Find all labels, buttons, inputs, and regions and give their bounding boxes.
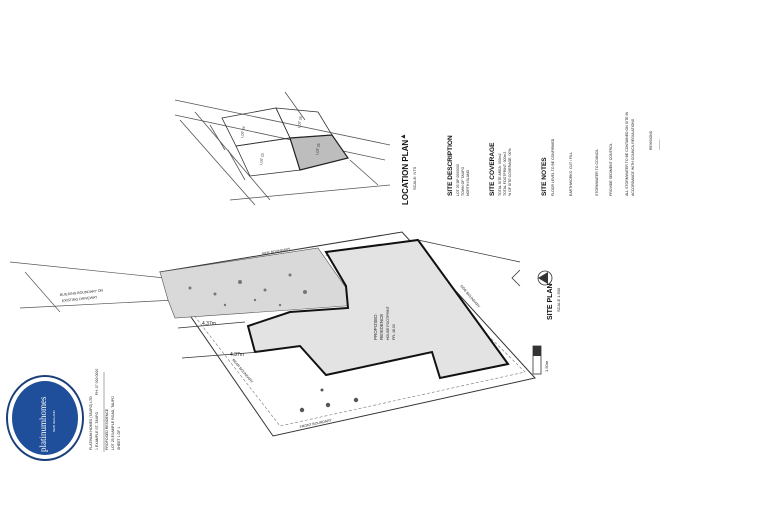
logo-text: platinumhomes	[38, 396, 48, 452]
street-line-3	[24, 271, 61, 313]
residence-label-1: PROPOSED	[373, 314, 378, 340]
road-line-6	[284, 91, 306, 121]
residence-label-3: HOUSE FOOTPRINT	[386, 305, 390, 340]
setback-line	[167, 243, 526, 427]
site-plan-scale: SCALE 1:500	[556, 287, 561, 312]
site-plan-title: SITE PLAN	[547, 283, 554, 320]
driveway-area	[159, 247, 359, 319]
lot-label-1: LOT 24	[240, 126, 246, 138]
road-line-5	[229, 184, 391, 201]
project-line-2: LOT 25 EXAMPLE ROAD, TAUPO	[111, 396, 115, 450]
site-notes-title: SITE NOTES	[541, 157, 548, 196]
north-arrow-icon	[511, 269, 553, 287]
location-plan	[174, 91, 391, 206]
location-plan-scale: SCALE: NTS	[412, 166, 417, 190]
residence-footprint	[246, 238, 510, 380]
site-markers	[299, 388, 359, 413]
location-plan-small-labels: LOT 24 LOT 26 LOT 23 LOT 25	[240, 116, 321, 165]
subject-lot	[289, 134, 349, 171]
lot-3	[235, 137, 301, 177]
street-line-2	[19, 299, 176, 309]
site-description-line-2: TOWN OF TAUPO	[461, 167, 465, 196]
driveway-label-1: BUILDING BOUNDARY ON	[60, 288, 104, 297]
north-arrow-small-icon: ▲	[400, 133, 407, 140]
side-label-1: SIDE BOUNDARY	[261, 247, 291, 256]
location-plan-title: LOCATION PLAN	[401, 140, 410, 205]
company-line-2: 1 EXAMPLE ST, TAUPO	[95, 412, 99, 450]
road-line-2	[174, 114, 386, 161]
site-description-line-3: NORTH ISLAND	[466, 170, 470, 196]
driveway-texture	[188, 273, 307, 307]
lot-edge-b	[227, 149, 246, 181]
dimension-line-b	[181, 351, 261, 359]
site-coverage-line-3: % OF SITE COVERAGE: 00%	[508, 149, 512, 196]
dimension-line-a	[177, 321, 246, 329]
driveway-label-2: EXISTING DRIVEWAY	[62, 295, 98, 303]
notes-extra-line-1: ALL STORMWATER TO BE CONTAINED ON SITE I…	[625, 112, 629, 196]
residence-label-2: RESIDENCE	[379, 314, 384, 340]
site-coverage-title: SITE COVERAGE	[489, 142, 496, 196]
site-coverage-line-1: TOTAL SITE AREA: 000m2	[498, 153, 502, 196]
road-line-4	[194, 111, 271, 201]
dimension-a-label: 4.37m	[202, 321, 216, 327]
scale-bar	[532, 345, 542, 375]
site-notes-line-1: FLOOR LEVEL TO BE CONFIRMED	[551, 138, 555, 196]
logo: platinumhomes NEW ZEALAND	[6, 375, 84, 461]
site-notes-line-4: PROVIDE SEDIMENT CONTROL	[609, 143, 613, 196]
logo-subtext: NEW ZEALAND	[52, 409, 56, 432]
road-line-3	[179, 119, 256, 206]
site-notes-line-2: EARTHWORKS: CUT / FILL	[569, 152, 573, 196]
company-line-3: PH: 07 000 0000	[95, 369, 99, 395]
lot-label-2: LOT 26	[297, 116, 303, 128]
logo-badge	[12, 381, 78, 455]
street-line-1	[9, 261, 166, 279]
site-notes-line-3: STORMWATER TO COUNCIL	[595, 149, 599, 196]
title-block: PLATINUM HOMES (TAUPO) LTD 1 EXAMPLE ST,…	[89, 369, 121, 452]
project-line-3: SHEET 1 OF 1	[117, 427, 121, 450]
notes-extra-line-2: ACCORDANCE WITH COUNCIL REGULATIONS	[631, 118, 635, 196]
site-description-title: SITE DESCRIPTION	[447, 135, 454, 196]
right-edge-label: 1.50m	[544, 360, 549, 372]
dimension-b-label: 4.37m	[230, 352, 244, 358]
notes-footer-detail: ———	[657, 139, 661, 150]
lot-label-3: LOT 23	[259, 153, 265, 165]
side-label-3: FRONT BOUNDARY	[299, 418, 333, 429]
residence-label-4: FFL 48.00	[392, 324, 396, 340]
site-plan	[9, 231, 553, 437]
site-description-line-1: LOT 25 DP 0000000	[456, 164, 460, 196]
dimension-line-c	[417, 239, 521, 263]
road-line-7	[349, 159, 379, 186]
notes-block: SITE DESCRIPTION LOT 25 DP 0000000 TOWN …	[447, 112, 661, 196]
project-line-1: PROPOSED RESIDENCE	[105, 408, 109, 450]
company-line-1: PLATINUM HOMES (TAUPO) LTD	[89, 396, 93, 450]
notes-footer: REVISIONS	[649, 130, 653, 150]
lot-label-4: LOT 25	[315, 143, 321, 155]
site-coverage-line-2: TOTAL FOOTPRINT: 000m2	[503, 152, 507, 196]
lot-edge-a	[209, 124, 226, 151]
